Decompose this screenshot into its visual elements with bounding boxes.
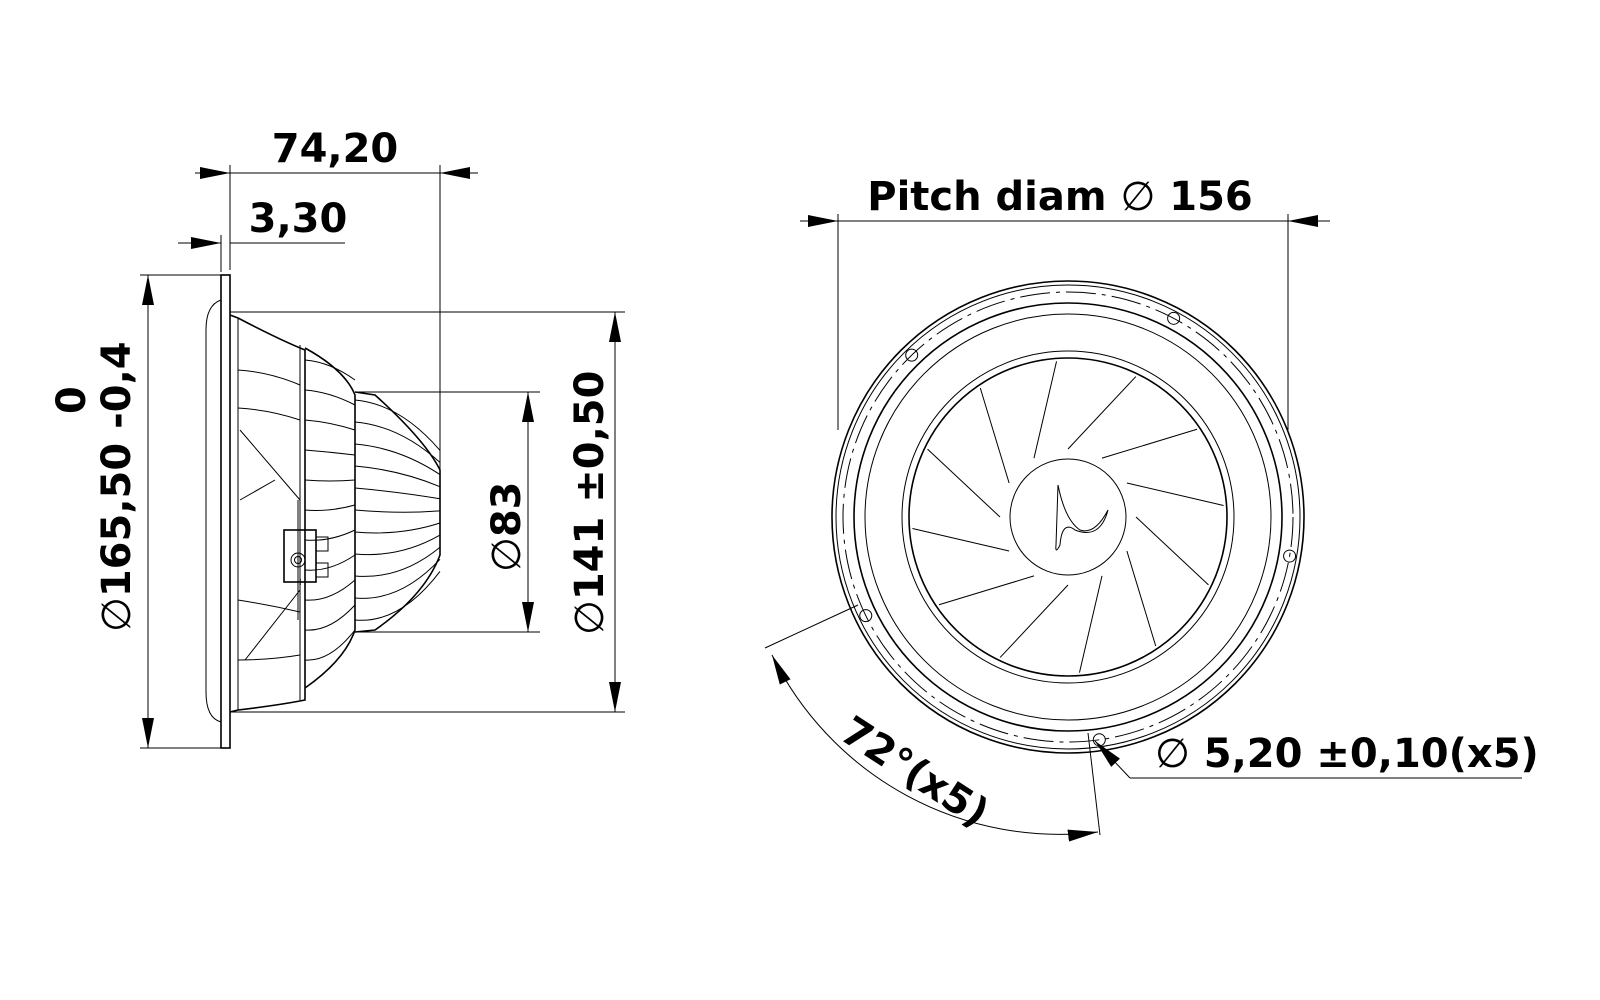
basket-spoke <box>304 419 356 431</box>
cone-rib <box>999 584 1069 658</box>
surround <box>901 350 1235 684</box>
mounting-hole <box>1167 311 1181 325</box>
basket <box>229 314 356 713</box>
cone-edge <box>908 357 1228 677</box>
magnet-outline <box>354 391 441 633</box>
magnet-fin <box>354 509 441 513</box>
cone-rib <box>1101 428 1198 459</box>
frame-diameter-tolerance-upper: 0 <box>49 386 95 414</box>
cutout-diameter-dimension: ∅141 ±0,50 <box>567 371 613 635</box>
flange-thickness-dimension: 3,30 <box>249 196 348 242</box>
mounting-hole <box>859 609 873 623</box>
frame-flange <box>220 274 231 749</box>
basket-spoke <box>304 579 356 601</box>
magnet-fin <box>354 443 441 476</box>
dust-cap <box>1009 458 1127 576</box>
depth-dimension: 74,20 <box>272 126 399 172</box>
magnet-fin <box>354 558 441 599</box>
basket-spoke <box>304 359 356 381</box>
magnet-fin <box>354 421 441 463</box>
cone-rib <box>912 527 1010 552</box>
terminal: + <box>283 500 329 620</box>
gasket <box>205 299 222 723</box>
mounting-hole <box>1283 549 1297 563</box>
cone-rib <box>938 575 1035 606</box>
cone-rib <box>927 448 1001 518</box>
cone-ribs <box>912 361 1224 673</box>
magnet-fin <box>354 571 441 621</box>
basket-spoke <box>304 629 356 661</box>
cone-rib <box>1126 550 1157 647</box>
frame-outer-edge <box>831 280 1305 754</box>
magnet-fin <box>354 465 441 488</box>
hole-dimension: ∅ 5,20 ±0,10(x5) <box>1155 731 1539 777</box>
frame-diameter-dimension: ∅165,50 -0,4 <box>94 341 140 632</box>
mounting-hole <box>905 348 919 362</box>
angle-arc <box>771 654 1099 842</box>
basket-spoke <box>304 389 356 406</box>
magnet-fin <box>354 522 441 534</box>
magnet-fin <box>354 399 441 451</box>
side-view: + 74,20 3,30 ∅165,50 -0,4 0 <box>49 126 625 749</box>
mounting-hole <box>1092 733 1106 747</box>
basket-spoke <box>304 449 356 456</box>
cone-rib <box>1078 575 1103 673</box>
basket-spoke <box>304 554 356 571</box>
basket-spoke <box>304 479 356 482</box>
magnet-fin <box>354 487 441 500</box>
cone-rib <box>1126 482 1224 507</box>
cone-rib <box>1135 516 1209 586</box>
pitch-circle <box>842 291 1294 743</box>
cone-rib <box>979 387 1010 484</box>
logo-mark <box>1055 484 1109 551</box>
angle-dimension: 72°(x5) <box>833 708 997 837</box>
cone-rib <box>1067 376 1137 450</box>
basket-spoke <box>304 504 356 511</box>
magnet-fins <box>304 359 441 661</box>
magnet-fin <box>354 534 441 556</box>
cone-rib <box>1033 361 1058 459</box>
magnet-fin <box>354 546 441 577</box>
basket-spoke <box>304 529 356 541</box>
basket-spoke <box>304 604 356 631</box>
front-view: Pitch diam ∅ 156 72°(x5) ∅ 5,20 ±0,10(x5… <box>764 174 1539 842</box>
magnet-diameter-dimension: ∅83 <box>484 481 530 572</box>
plus-mark: + <box>296 577 304 588</box>
pitch-diameter-dimension: Pitch diam ∅ 156 <box>867 174 1253 220</box>
